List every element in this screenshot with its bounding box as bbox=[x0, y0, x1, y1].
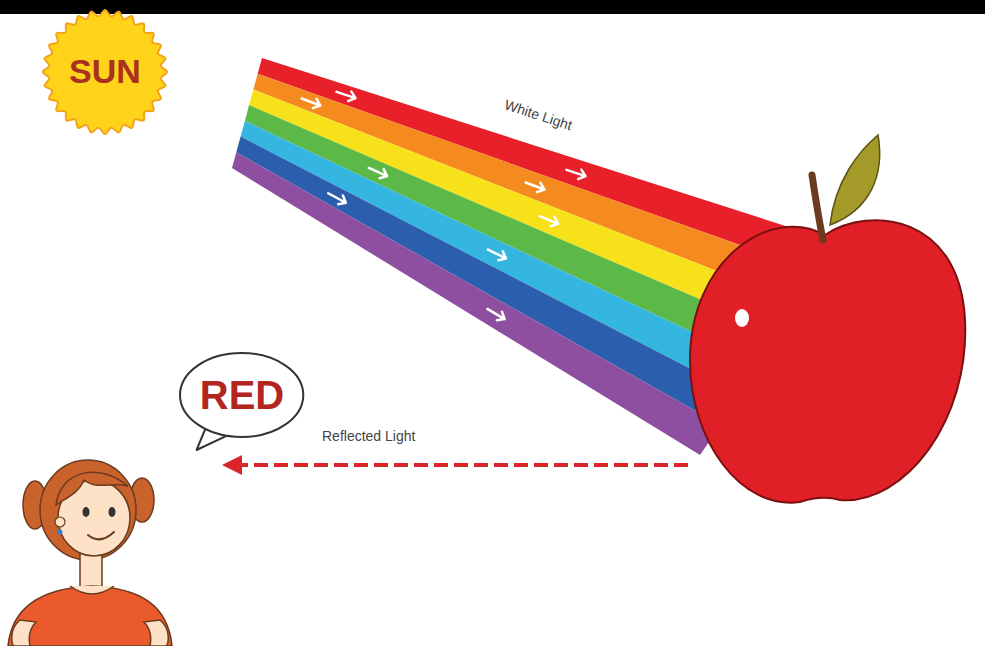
ear bbox=[55, 517, 65, 527]
ray-label: White Light bbox=[502, 96, 574, 134]
ray-arrow bbox=[485, 305, 507, 324]
apple-highlight bbox=[735, 309, 749, 327]
apple-stem bbox=[812, 175, 823, 240]
smile bbox=[88, 532, 114, 539]
apple-body bbox=[690, 220, 965, 502]
girl bbox=[8, 460, 172, 646]
apple bbox=[690, 135, 965, 503]
reflected-ray bbox=[222, 455, 688, 475]
reflected-arrowhead bbox=[222, 455, 242, 475]
bubble-body bbox=[180, 353, 303, 437]
sun-circle: SUN bbox=[43, 10, 167, 134]
ray-arrow bbox=[326, 189, 348, 207]
dress bbox=[8, 586, 172, 646]
ray-arrow bbox=[538, 212, 560, 229]
bubble-join bbox=[208, 425, 228, 433]
ray-arrow bbox=[335, 87, 357, 103]
top-bar bbox=[0, 0, 985, 14]
node-text: RED bbox=[200, 373, 284, 417]
eye bbox=[83, 507, 90, 517]
speech-bubble: RED bbox=[179, 352, 304, 438]
cyan-ray bbox=[241, 121, 763, 395]
ray-arrow bbox=[524, 178, 546, 194]
bangs bbox=[56, 472, 128, 505]
node-text: SUN bbox=[69, 53, 141, 90]
ray-arrow bbox=[565, 165, 587, 181]
purple-ray bbox=[232, 152, 721, 455]
hair bbox=[40, 460, 136, 560]
sun-disc bbox=[43, 10, 167, 134]
ray-label: Reflected Light bbox=[322, 428, 415, 445]
arm bbox=[12, 620, 36, 646]
eye bbox=[109, 507, 116, 517]
reflected-line bbox=[238, 463, 688, 467]
arm bbox=[144, 620, 168, 646]
collar bbox=[70, 586, 114, 594]
blue-ray bbox=[236, 137, 741, 425]
ray-arrow bbox=[486, 245, 508, 263]
ray-arrows bbox=[300, 87, 587, 323]
ray-arrow bbox=[367, 163, 389, 180]
apple-leaf bbox=[830, 135, 880, 225]
ray-arrow bbox=[300, 94, 322, 110]
earring bbox=[58, 530, 63, 535]
